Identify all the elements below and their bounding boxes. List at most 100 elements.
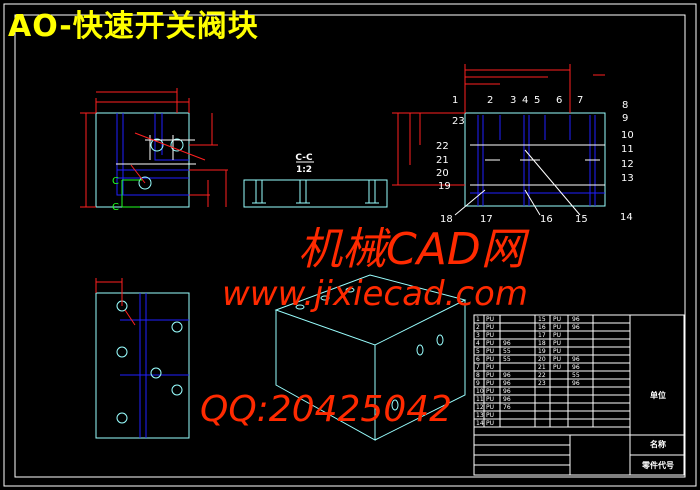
table-cell: PU: [486, 420, 494, 427]
table-cell: 17: [538, 332, 546, 339]
isometric-view: [274, 274, 467, 441]
table-cell: PU: [486, 324, 494, 331]
table-cell: PU: [486, 316, 494, 323]
table-cell: 10: [476, 388, 484, 395]
table-cell: PU: [486, 340, 494, 347]
title-block-name: 名称: [650, 439, 666, 449]
title-block-drawing-no: 零件代号: [641, 460, 674, 470]
section-marker-top: C: [112, 176, 119, 187]
balloon-17: 17: [480, 214, 493, 225]
table-cell: 96: [572, 356, 580, 363]
balloon-9: 9: [622, 113, 628, 124]
section-scale: 1:2: [296, 165, 312, 175]
table-cell: PU: [553, 340, 561, 347]
table-cell: 20: [538, 356, 546, 363]
balloon-14: 14: [620, 212, 633, 223]
table-cell: 55: [503, 356, 511, 363]
table-cell: 1: [476, 316, 480, 323]
watermark-site-name: 机械CAD网: [298, 224, 525, 275]
balloon-11: 11: [621, 144, 634, 155]
table-cell: 9: [476, 380, 480, 387]
table-cell: 96: [572, 380, 580, 387]
balloon-4: 4: [522, 95, 528, 106]
drawing-title: AO-快速开关阀块: [8, 9, 259, 44]
table-cell: PU: [486, 356, 494, 363]
table-cell: 96: [503, 372, 511, 379]
table-cell: PU: [486, 396, 494, 403]
table-cell: 2: [476, 324, 480, 331]
table-cell: 55: [572, 372, 580, 379]
balloon-10: 10: [621, 130, 634, 141]
drawing-frame: [14, 14, 686, 478]
balloon-6: 6: [556, 95, 562, 106]
title-block-unit: 单位: [650, 390, 666, 400]
table-cell: PU: [486, 412, 494, 419]
table-cell: 55: [503, 348, 511, 355]
table-cell: PU: [486, 388, 494, 395]
balloon-12: 12: [621, 159, 634, 170]
table-cell: 3: [476, 332, 480, 339]
table-cell: PU: [553, 316, 561, 323]
table-cell: 96: [503, 340, 511, 347]
section-marker-bottom: C: [112, 202, 119, 213]
table-cell: 19: [538, 348, 546, 355]
balloon-2: 2: [487, 95, 493, 106]
balloon-22: 22: [436, 141, 449, 152]
table-cell: 8: [476, 372, 480, 379]
balloon-16: 16: [540, 214, 553, 225]
table-cell: 22: [538, 372, 546, 379]
table-cell: PU: [486, 348, 494, 355]
table-cell: 14: [476, 420, 484, 427]
balloon-1: 1: [452, 95, 458, 106]
table-cell: 96: [572, 364, 580, 371]
top-view: [95, 278, 190, 439]
table-cell: PU: [553, 364, 561, 371]
balloon-3: 3: [510, 95, 516, 106]
table-cell: 96: [503, 396, 511, 403]
table-cell: 96: [572, 324, 580, 331]
table-cell: 96: [572, 316, 580, 323]
section-view-cc: C-C 1:2: [243, 153, 388, 208]
balloon-13: 13: [621, 173, 634, 184]
watermark-qq: QQ:20425042: [200, 389, 453, 430]
table-cell: PU: [553, 356, 561, 363]
table-cell: PU: [486, 404, 494, 411]
parts-list-table: [473, 314, 685, 476]
balloon-8: 8: [622, 100, 628, 111]
table-cell: 11: [476, 396, 484, 403]
table-cell: PU: [486, 364, 494, 371]
balloon-18: 18: [440, 214, 453, 225]
table-cell: 15: [538, 316, 546, 323]
table-cell: PU: [486, 372, 494, 379]
balloon-21: 21: [436, 155, 449, 166]
table-cell: PU: [553, 348, 561, 355]
table-cell: PU: [486, 332, 494, 339]
balloon-5: 5: [534, 95, 540, 106]
section-label: C-C: [295, 153, 313, 163]
table-cell: 23: [538, 380, 546, 387]
table-cell: 4: [476, 340, 480, 347]
table-cell: 21: [538, 364, 546, 371]
table-cell: PU: [553, 332, 561, 339]
table-cell: PU: [486, 380, 494, 387]
table-cell: 18: [538, 340, 546, 347]
table-cell: 16: [538, 324, 546, 331]
balloon-labels: 1 2 3 4 5 6 7 8 9 10 11 12 13 14 15 16 1…: [436, 95, 634, 225]
balloon-23: 23: [452, 116, 465, 127]
table-cell: 7: [476, 364, 480, 371]
sheet-border: [3, 3, 697, 487]
front-view: C C: [80, 88, 228, 213]
watermark-url: www.jixiecad.com: [222, 274, 528, 314]
table-cell: 96: [503, 388, 511, 395]
balloon-20: 20: [436, 168, 449, 179]
balloon-15: 15: [575, 214, 588, 225]
table-cell: PU: [553, 324, 561, 331]
table-cell: 13: [476, 412, 484, 419]
table-cell: 6: [476, 356, 480, 363]
balloon-19: 19: [438, 181, 451, 192]
table-cell: 5: [476, 348, 480, 355]
balloon-7: 7: [577, 95, 583, 106]
